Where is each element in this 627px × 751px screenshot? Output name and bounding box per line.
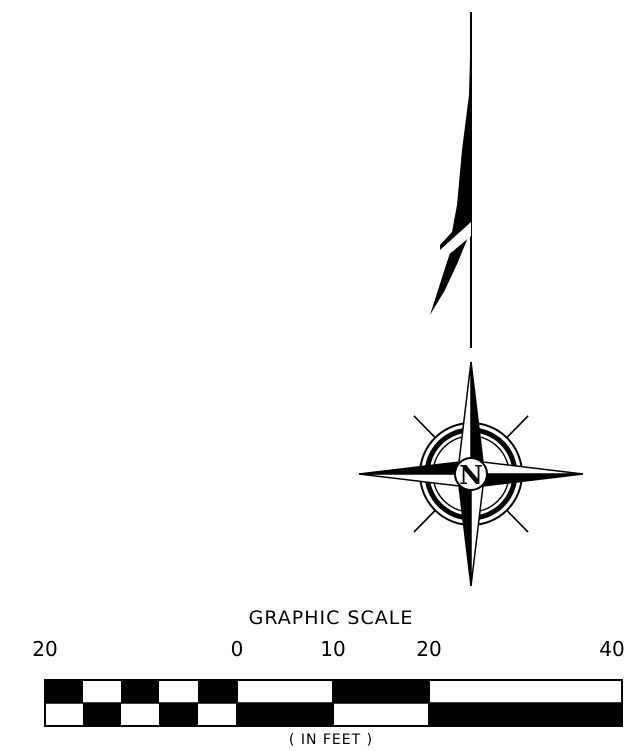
scale-bar [44,679,623,727]
scale-tick-label: 20 [32,637,57,661]
scale-tick-label: 40 [599,637,624,661]
scale-tick-label: 20 [416,637,441,661]
compass-north-letter: N [459,461,483,491]
compass-rose-icon: N [358,361,584,587]
north-arrow-icon [430,12,472,348]
scale-units-label: ( IN FEET ) [289,732,373,748]
graphic-scale: GRAPHIC SCALE 20 0 10 20 40 [32,607,624,748]
scale-title: GRAPHIC SCALE [249,607,414,629]
scale-tick-label: 0 [231,637,244,661]
scale-tick-label: 10 [320,637,345,661]
